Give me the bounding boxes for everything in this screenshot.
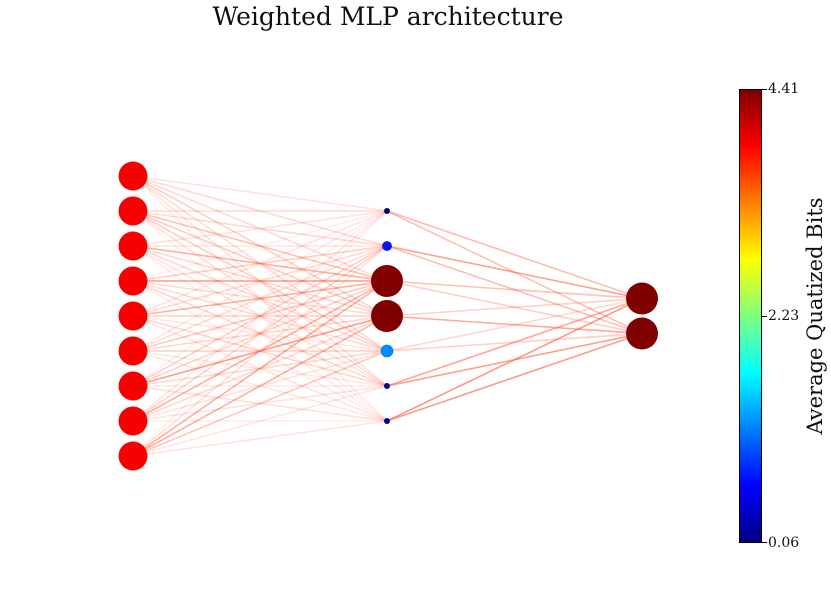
connection-input-5-to-hidden-1 — [132, 210, 388, 317]
input-neuron-1 — [118, 161, 148, 191]
connection-hidden-3-to-output-2 — [386, 280, 643, 335]
connection-input-3-to-hidden-6 — [132, 245, 388, 387]
connection-input-4-to-hidden-1 — [132, 210, 388, 282]
hidden-neuron-2 — [382, 241, 392, 251]
input-neuron-2 — [118, 196, 148, 226]
connection-input-2-to-hidden-2 — [132, 210, 388, 247]
connection-hidden-4-to-output-2 — [386, 315, 643, 335]
connection-input-1-to-hidden-1 — [132, 175, 388, 212]
connection-input-8-to-hidden-4 — [132, 315, 388, 422]
connection-hidden-7-to-output-1 — [386, 297, 643, 422]
connection-input-9-to-hidden-3 — [132, 280, 388, 457]
connection-input-2-to-hidden-4 — [132, 210, 388, 317]
connection-input-4-to-hidden-2 — [132, 245, 388, 282]
connection-input-4-to-hidden-5 — [132, 280, 388, 352]
input-neuron-9 — [118, 441, 148, 471]
connection-input-7-to-hidden-3 — [132, 280, 388, 387]
input-neuron-6 — [118, 336, 148, 366]
input-neuron-3 — [118, 231, 148, 261]
connection-input-1-to-hidden-3 — [132, 175, 388, 282]
connection-input-1-to-hidden-5 — [132, 175, 388, 352]
connection-input-5-to-hidden-5 — [132, 315, 388, 352]
connection-input-6-to-hidden-4 — [132, 315, 388, 352]
connection-layer — [132, 175, 643, 457]
connection-input-3-to-hidden-7 — [132, 245, 388, 422]
connection-input-4-to-hidden-4 — [132, 280, 388, 317]
connection-hidden-6-to-output-1 — [386, 297, 643, 387]
connection-input-5-to-hidden-3 — [132, 280, 388, 317]
hidden-neuron-5 — [380, 344, 394, 358]
connection-input-7-to-hidden-4 — [132, 315, 388, 387]
connection-input-9-to-hidden-1 — [132, 210, 388, 457]
connection-input-7-to-hidden-7 — [132, 385, 388, 422]
connection-hidden-2-to-output-1 — [386, 245, 643, 300]
connection-input-1-to-hidden-2 — [132, 175, 388, 247]
connection-input-2-to-hidden-6 — [132, 210, 388, 387]
input-neuron-7 — [118, 371, 148, 401]
connection-input-3-to-hidden-3 — [132, 245, 388, 282]
connection-input-3-to-hidden-5 — [132, 245, 388, 352]
connection-hidden-7-to-output-2 — [386, 332, 643, 422]
diagram-title: Weighted MLP architecture — [212, 2, 564, 31]
connection-input-2-to-hidden-3 — [132, 210, 388, 282]
input-neuron-8 — [118, 406, 148, 436]
colorbar-mid-label: 2.23 — [768, 308, 800, 324]
connection-input-3-to-hidden-1 — [132, 210, 388, 247]
connection-input-8-to-hidden-1 — [132, 210, 388, 422]
input-neuron-5 — [118, 301, 148, 331]
neuron-layer — [118, 161, 658, 471]
hidden-neuron-3 — [371, 265, 403, 297]
colorbar-min-label: 0.06 — [768, 535, 800, 551]
connection-input-9-to-hidden-6 — [132, 385, 388, 457]
connection-input-5-to-hidden-2 — [132, 245, 388, 317]
connection-input-6-to-hidden-2 — [132, 245, 388, 352]
connection-input-6-to-hidden-7 — [132, 350, 388, 422]
connection-input-1-to-hidden-4 — [132, 175, 388, 317]
connection-input-9-to-hidden-4 — [132, 315, 388, 457]
connection-input-7-to-hidden-5 — [132, 350, 388, 387]
connection-input-2-to-hidden-7 — [132, 210, 388, 422]
connection-input-1-to-hidden-7 — [132, 175, 388, 422]
colorbar-tick-max — [762, 89, 767, 90]
colorbar-tick-mid — [762, 316, 767, 317]
output-neuron-1 — [626, 282, 658, 315]
input-neuron-4 — [118, 266, 148, 296]
connection-input-8-to-hidden-2 — [132, 245, 388, 422]
hidden-neuron-7 — [384, 418, 390, 424]
connection-input-8-to-hidden-5 — [132, 350, 388, 422]
connection-input-7-to-hidden-2 — [132, 245, 388, 387]
hidden-neuron-1 — [384, 208, 390, 214]
connection-input-7-to-hidden-1 — [132, 210, 388, 387]
colorbar-max-label: 4.41 — [768, 81, 800, 97]
output-neuron-2 — [626, 317, 658, 350]
connection-input-5-to-hidden-7 — [132, 315, 388, 422]
connection-hidden-5-to-output-1 — [386, 297, 643, 352]
hidden-neuron-4 — [371, 300, 403, 332]
connection-input-9-to-hidden-2 — [132, 245, 388, 457]
connection-input-6-to-hidden-3 — [132, 280, 388, 352]
connection-input-9-to-hidden-5 — [132, 350, 388, 457]
colorbar-tick-min — [762, 542, 767, 543]
connection-input-6-to-hidden-6 — [132, 350, 388, 387]
connection-hidden-3-to-output-1 — [386, 280, 643, 300]
hidden-neuron-6 — [384, 383, 390, 389]
connection-input-8-to-hidden-3 — [132, 280, 388, 422]
connection-hidden-4-to-output-1 — [386, 297, 643, 317]
connection-input-4-to-hidden-6 — [132, 280, 388, 387]
connection-input-9-to-hidden-7 — [132, 420, 388, 457]
colorbar — [739, 89, 762, 543]
connection-hidden-1-to-output-1 — [386, 210, 643, 300]
connection-input-8-to-hidden-6 — [132, 385, 388, 422]
colorbar-axis-label: Average Quatized Bits — [803, 197, 827, 435]
connection-input-6-to-hidden-1 — [132, 210, 388, 352]
